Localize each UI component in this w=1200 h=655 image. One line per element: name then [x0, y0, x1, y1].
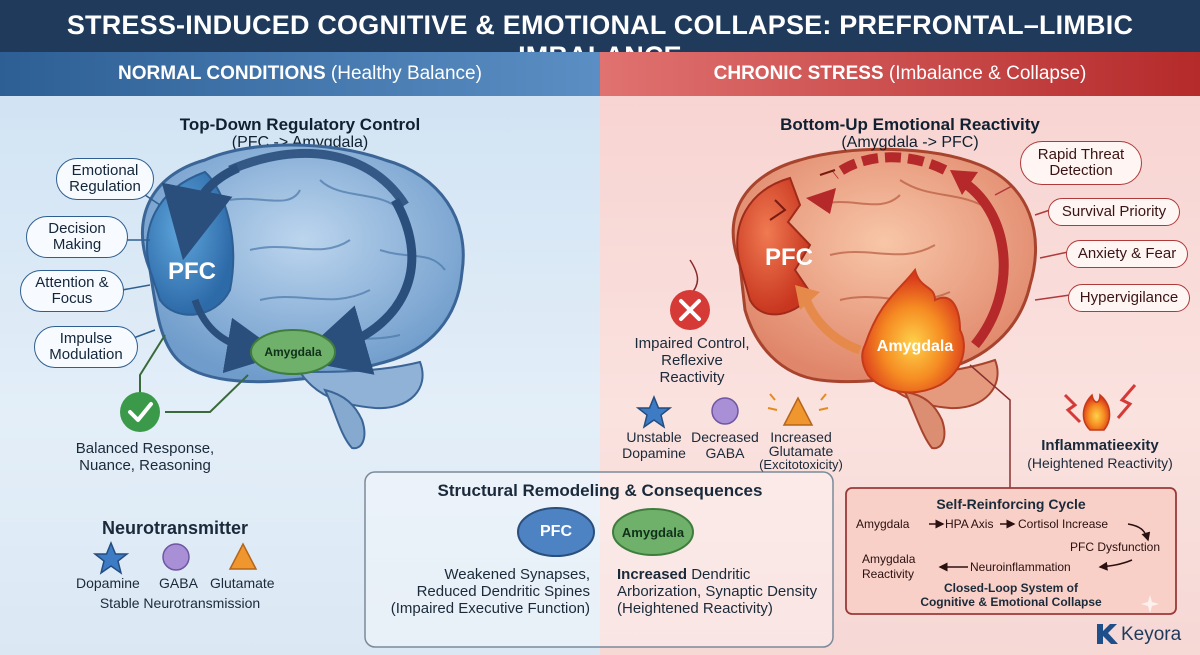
- right-brain: [731, 147, 1038, 450]
- callout-rapid-threat: Rapid Threat Detection: [1020, 141, 1142, 185]
- neuro-gaba-label: GABA: [159, 575, 198, 591]
- left-heading: Top-Down Regulatory Control: [179, 115, 421, 134]
- increased-label: Increased: [770, 429, 832, 445]
- left-band-label: NORMAL CONDITIONS (Healthy Balance): [0, 63, 600, 85]
- structural-pfc-label: PFC: [540, 523, 572, 540]
- dopamine-star-icon: [92, 541, 130, 575]
- structural-left-line2: Reduced Dendritic Spines: [416, 583, 590, 600]
- cycle-node-cortisol: Cortisol Increase: [1018, 517, 1109, 531]
- cycle-footer-line2: Cognitive & Emotional Collapse: [920, 595, 1102, 609]
- cycle-box: [845, 487, 1177, 615]
- structural-amygdala-label: Amygdala: [621, 525, 685, 540]
- structural-title: Structural Remodeling & Consequences: [437, 481, 763, 500]
- structural-right-line1: Increased Dendritic: [617, 567, 832, 583]
- cycle-node-amygdala-reactivity-1: Amygdala: [862, 552, 916, 566]
- right-band-rest: (Imbalance & Collapse): [883, 63, 1087, 84]
- right-pfc-label: PFC: [765, 244, 813, 271]
- structural-right-bold: Increased: [617, 566, 688, 583]
- cycle-node-amygdala-reactivity-2: Reactivity: [862, 567, 915, 581]
- balanced-line1: Balanced Response,: [75, 440, 215, 457]
- cycle-title: Self-Reinforcing Cycle: [936, 496, 1086, 512]
- right-subheading: (Amygdala -> PFC): [841, 134, 979, 151]
- neuro-glutamate-label: Glutamate: [210, 575, 275, 591]
- structural-right-line2: Arborization, Synaptic Density: [617, 583, 818, 600]
- structural-left-line3: (Impaired Executive Function): [390, 600, 590, 617]
- unstable-dopamine-label: Dopamine: [622, 445, 686, 461]
- structural-box: [364, 471, 834, 648]
- right-band: [600, 52, 1200, 96]
- neuro-title: Neurotransmitter: [101, 518, 249, 538]
- unstable-dopamine-star-icon: [635, 395, 673, 429]
- structural-pfc-ellipse: [517, 507, 595, 557]
- increased-glutamate-triangle-icon: [767, 393, 829, 426]
- unstable-label: Unstable: [626, 429, 682, 445]
- right-band-bold: CHRONIC STRESS: [713, 63, 884, 84]
- left-pfc-label: PFC: [168, 258, 216, 285]
- callout-emotional-regulation: Emotional Regulation: [56, 158, 154, 200]
- impaired-line2: Reflexive: [661, 352, 723, 369]
- left-amygdala-label: Amygdala: [264, 345, 322, 359]
- glutamate-triangle-icon: [228, 542, 258, 570]
- inflammation-sub: (Heightened Reactivity): [1027, 455, 1173, 471]
- callout-hypervigilance: Hypervigilance: [1068, 284, 1190, 312]
- title-bar: [0, 0, 1200, 52]
- neuro-dopamine-label: Dopamine: [76, 575, 140, 591]
- cycle-footer-line1: Closed-Loop System of: [943, 581, 1078, 595]
- right-band-label: CHRONIC STRESS (Imbalance & Collapse): [600, 63, 1200, 85]
- balanced-line2: Nuance, Reasoning: [79, 457, 211, 474]
- structural-amygdala-ellipse: [612, 508, 694, 556]
- inflammation-title: Inflammatieexity: [1041, 437, 1159, 454]
- keyora-logo-icon: [1097, 624, 1118, 644]
- right-heading: Bottom-Up Emotional Reactivity: [780, 115, 1040, 134]
- callout-survival-priority: Survival Priority: [1048, 198, 1180, 226]
- left-brain: [140, 143, 465, 450]
- excitotoxicity-label: (Excitotoxicity): [759, 457, 843, 472]
- decreased-gaba-circle-icon: [711, 397, 739, 425]
- structural-right-line3: (Heightened Reactivity): [617, 600, 773, 617]
- callout-decision-making: Decision Making: [26, 216, 128, 258]
- gaba-circle-icon: [162, 543, 190, 571]
- x-fail-icon: [670, 290, 710, 330]
- cycle-node-amygdala: Amygdala: [856, 517, 910, 531]
- left-band-rest: (Healthy Balance): [325, 63, 482, 84]
- neuro-caption: Stable Neurotransmission: [99, 595, 261, 611]
- structural-right-rest: Dendritic: [687, 566, 751, 583]
- check-icon: [120, 392, 160, 432]
- left-band-bold: NORMAL CONDITIONS: [118, 63, 326, 84]
- callout-attention-focus: Attention & Focus: [20, 270, 124, 312]
- decreased-label: Decreased: [691, 429, 759, 445]
- impaired-line3: Reactivity: [659, 369, 725, 386]
- increased-glutamate-label: Glutamate: [768, 443, 834, 459]
- structural-left-line1: Weakened Synapses,: [444, 566, 590, 583]
- cycle-node-hpa: HPA Axis: [945, 517, 994, 531]
- right-amygdala-label: Amygdala: [876, 338, 954, 355]
- callout-anxiety-fear: Anxiety & Fear: [1066, 240, 1188, 268]
- inflammation-fire-icon: [1063, 384, 1137, 431]
- brand-name: Keyora: [1121, 624, 1182, 645]
- callout-impulse-modulation: Impulse Modulation: [34, 326, 138, 368]
- cycle-node-neuroinflammation: Neuroinflammation: [970, 560, 1071, 574]
- left-band: [0, 52, 600, 96]
- decreased-gaba-label: GABA: [705, 445, 745, 461]
- impaired-line1: Impaired Control,: [634, 335, 750, 352]
- cycle-node-pfc: PFC Dysfunction: [1070, 540, 1161, 554]
